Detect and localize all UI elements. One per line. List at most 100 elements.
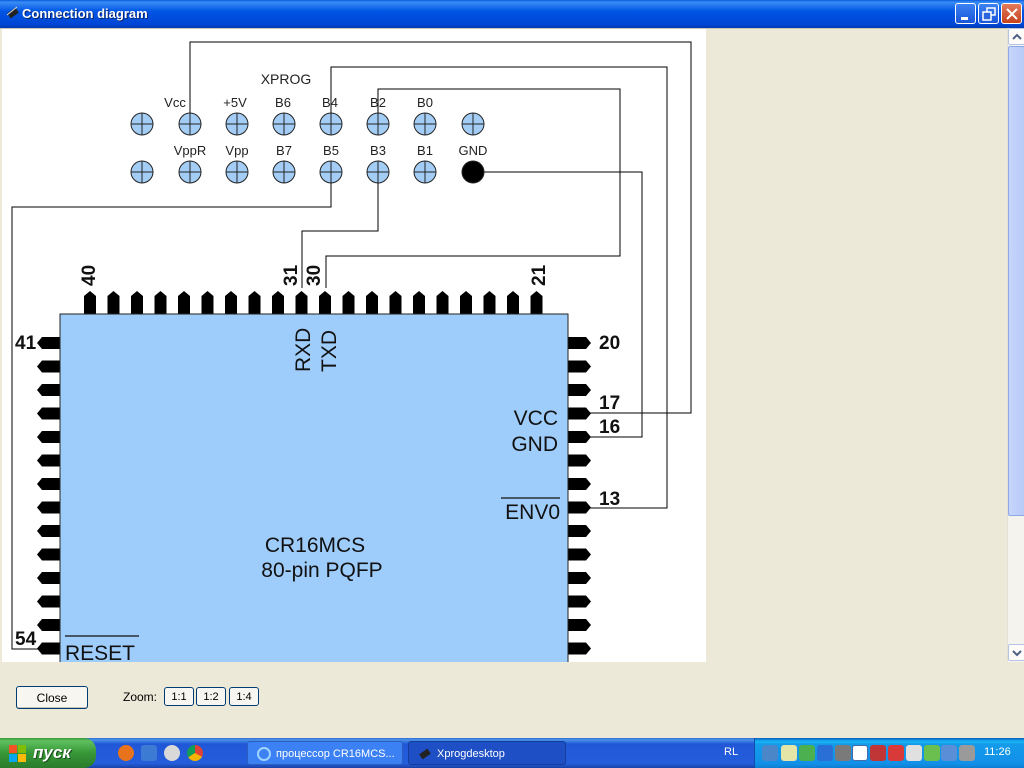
wire-vcc (189, 41, 692, 414)
torrent-icon[interactable] (924, 745, 940, 761)
security-icon[interactable] (870, 745, 886, 761)
chip-pin (178, 291, 190, 314)
connector-pad (366, 112, 390, 136)
chevron-up-icon (1012, 33, 1022, 40)
pad-label-bottom: B1 (417, 143, 433, 158)
pad-label-bottom: Vpp (225, 143, 248, 158)
pin-number-17: 17 (599, 393, 620, 414)
chip-pin (568, 360, 591, 373)
pad-label-top: Vcc (164, 95, 186, 110)
start-button[interactable]: пуск (0, 738, 96, 768)
connector-pad (366, 160, 390, 184)
power-icon[interactable] (817, 745, 833, 761)
restore-button[interactable] (978, 3, 999, 24)
chip-pin (568, 384, 591, 396)
pad-label-top: B4 (322, 95, 338, 110)
chip-pin (366, 291, 378, 314)
taskbar: пуск процессор CR16MCS... Xprogdesktop R… (0, 738, 1024, 768)
chip-pin (37, 619, 60, 631)
connector-pad (178, 160, 202, 184)
connector-title: XPROG (261, 71, 312, 87)
scroll-thumb[interactable] (1008, 46, 1024, 516)
title-bar[interactable]: Connection diagram (0, 0, 1024, 28)
chip-pin (272, 291, 284, 314)
connector-pad (413, 160, 437, 184)
chip-pin (483, 291, 496, 314)
chevron-down-icon (1012, 650, 1022, 657)
chip-pin (84, 291, 96, 314)
antivirus-icon[interactable] (888, 745, 904, 761)
connector-pad (272, 160, 296, 184)
chip-pin (342, 291, 355, 314)
connector-pad (319, 112, 343, 136)
chip-pin (568, 431, 591, 443)
connector-pad (178, 112, 202, 136)
chip-pin (507, 291, 519, 314)
task-xprogdesktop[interactable]: Xprogdesktop (408, 741, 566, 765)
task-browser[interactable]: процессор CR16MCS... (247, 741, 403, 765)
zoom-1-2-button[interactable]: 1:2 (196, 687, 226, 706)
control-panel: Close Zoom: 1:1 1:2 1:4 (0, 662, 1024, 738)
chip-pin (37, 478, 60, 490)
chrome-icon[interactable] (187, 745, 203, 761)
messenger-icon[interactable] (781, 745, 797, 761)
pad-label-bottom: B7 (276, 143, 292, 158)
update-icon[interactable] (799, 745, 815, 761)
pad-label-bottom: GND (459, 143, 488, 158)
chip-pin (568, 454, 591, 467)
connector-pad (130, 160, 154, 184)
task-browser-label: процессор CR16MCS... (276, 748, 395, 760)
chip-pin (37, 337, 60, 349)
close-window-button[interactable] (1001, 3, 1022, 24)
chip-pin (568, 525, 591, 537)
media-player-icon[interactable] (164, 745, 180, 761)
bluetooth-icon[interactable] (941, 745, 957, 761)
chip-pin (37, 501, 60, 514)
ie-icon (257, 747, 271, 761)
scroll-down-button[interactable] (1008, 644, 1024, 661)
chip-pin (568, 337, 591, 349)
chip-pin (319, 291, 331, 314)
chip-pin (568, 572, 591, 584)
chip-pin (248, 291, 261, 314)
close-button[interactable]: Close (16, 686, 88, 709)
pad-label-top: B0 (417, 95, 433, 110)
minimize-button[interactable] (955, 3, 976, 24)
connection-diagram-window: Connection diagram (0, 0, 1024, 738)
zoom-1-1-button[interactable]: 1:1 (164, 687, 194, 706)
pin-function-reset: RESET (65, 642, 135, 663)
pin-function-txd: TXD (318, 330, 341, 372)
pin-number-20: 20 (599, 333, 620, 354)
pin-number-30: 30 (304, 265, 325, 286)
pin-number-16: 16 (599, 417, 620, 438)
opera-icon[interactable] (906, 745, 922, 761)
network-icon[interactable] (762, 745, 778, 761)
pin-function-gnd: GND (511, 433, 558, 456)
chip-pin (37, 548, 60, 561)
chip-pin (37, 595, 60, 608)
chip-icon (419, 748, 431, 760)
volume-icon[interactable] (959, 745, 975, 761)
windows-logo-icon (9, 745, 26, 762)
chip-pin (37, 572, 60, 584)
firefox-icon[interactable] (118, 745, 134, 761)
vertical-scrollbar[interactable] (1007, 28, 1024, 662)
pin-number-54: 54 (15, 629, 37, 650)
zoom-1-4-button[interactable]: 1:4 (229, 687, 259, 706)
sync-icon[interactable] (835, 745, 851, 761)
pin-function-vcc: VCC (514, 407, 558, 430)
vk-icon[interactable] (852, 745, 868, 761)
wires (11, 41, 692, 650)
chip-pin (37, 360, 60, 373)
scroll-up-button[interactable] (1008, 28, 1024, 45)
wire-gnd (473, 171, 643, 438)
language-indicator[interactable]: RL (724, 746, 739, 758)
ie-icon[interactable] (141, 745, 157, 761)
pad-label-top: B6 (275, 95, 291, 110)
wire-b4 (330, 66, 668, 509)
chip-pin (530, 291, 543, 314)
chip-icon (6, 6, 19, 19)
chip-pin (568, 619, 591, 631)
window-title: Connection diagram (22, 6, 148, 21)
